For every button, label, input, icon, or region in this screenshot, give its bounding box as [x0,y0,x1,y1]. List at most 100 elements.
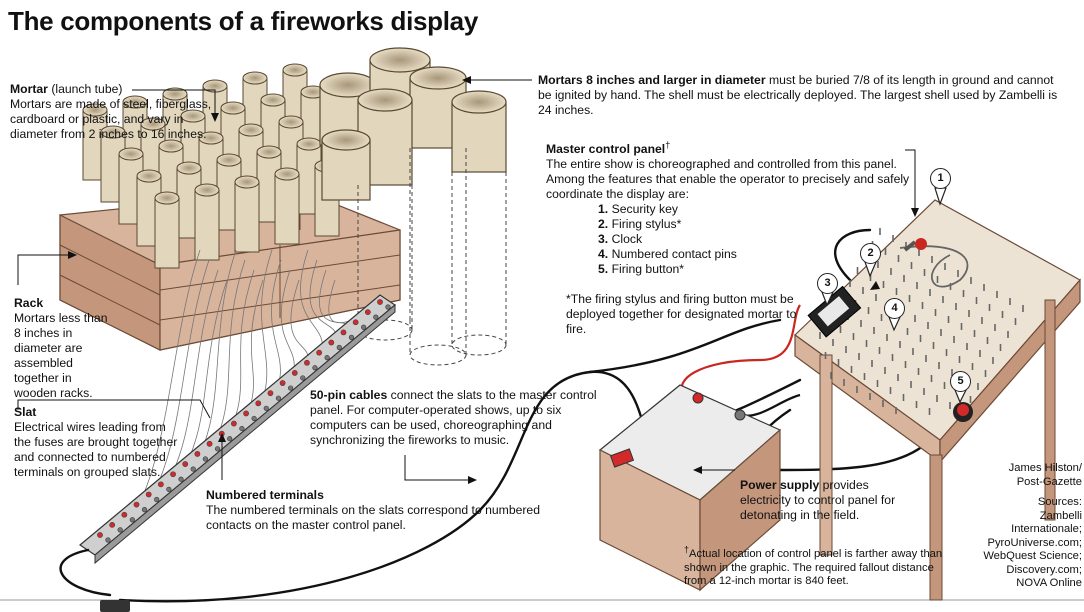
sources: Sources: Zambelli Internationale; PyroUn… [966,496,1082,591]
master-panel-heading: Master control panel [546,142,666,156]
slat-terminal [166,486,172,492]
slat-caption: Slat Electrical wires leading from the f… [14,405,182,480]
cables-caption: 50-pin cables connect the slats to the m… [310,388,600,448]
source-item: PyroUniverse.com; [987,536,1083,549]
slat-terminal [364,309,371,316]
slat [78,294,397,565]
slat-terminal [251,415,257,422]
rack-tube-mouth [260,93,286,107]
rack-tube [194,189,220,261]
slat-terminal [129,517,135,523]
rack-tube-mouth [216,153,242,167]
rack-tube-mouth [154,191,180,205]
slat-terminal [291,370,298,376]
slat-terminal [182,461,189,467]
slat-terminal [361,324,367,330]
rack-tube-mouth [220,101,246,115]
master-panel-intro: The entire show is choreographed and con… [546,157,910,201]
source-item: Discovery.com; [1006,563,1082,576]
slat-terminal [377,299,383,305]
rack-tube-mouth [274,167,300,181]
leader-arrows [68,76,919,484]
slat-terminal [340,329,347,336]
rack-tube-mouth [278,115,304,129]
rack-tube-mouth [136,169,162,183]
rack-tube-mouth [176,161,202,175]
page-title: The components of a fireworks display [8,6,479,36]
rack-tube-mouth [296,137,322,151]
large-mortars-caption: Mortars 8 inches and larger in diameter … [538,73,1068,118]
callout-firing-button: 5 [950,371,971,392]
slat-terminal [141,507,148,513]
distance-footnote: †Actual location of control panel is far… [684,545,946,589]
rack-tube [234,181,260,253]
leader-lines [17,79,916,481]
cables [59,228,932,603]
rack-tube-mouth [198,131,224,145]
callout-security-key: 1 [930,168,951,189]
terminals-heading: Numbered terminals [206,488,324,502]
rack-heading: Rack [14,296,44,310]
slat-body: Electrical wires leading from the fuses … [14,420,178,479]
slat-terminal [348,334,355,340]
rack-tube-mouth [122,95,148,109]
slat-terminal [133,501,140,508]
rack-tube-mouth [242,71,268,85]
power-caption: Power supply provides electricity to con… [740,478,900,523]
feature-item: 5. Firing button* [598,262,685,276]
slat-terminal [202,456,208,462]
cables-body: connect the slats to the master control … [310,388,597,447]
feature-item: 1. Security key [598,202,678,216]
slat-terminal [231,420,237,427]
mortar-body: Mortars are made of steel, fiberglass, c… [10,97,212,141]
feature-list: 1. Security key 2. Firing stylus* 3. Clo… [546,202,912,277]
rack-caption: Rack Mortars less than 8 inches in diame… [14,296,114,401]
master-panel-dagger: † [665,139,671,150]
rack-tube-mouth [180,109,206,123]
slat-terminal [324,355,330,361]
callout-firing-stylus: 2 [860,243,881,264]
mortar-heading: Mortar [10,82,48,96]
rack-tube-mouth [256,145,282,159]
slat-terminal [157,481,164,488]
slat-terminal [239,425,245,432]
cable-plug [100,600,130,612]
terminals-body: The numbered terminals on the slats corr… [206,503,540,532]
slat-terminal [178,476,184,482]
rack-tube [154,197,180,269]
rack-tube-mouth [100,125,126,139]
distance-footnote-dagger: † [684,544,690,555]
large-mortars-heading: Mortars 8 inches and larger in diameter [538,73,766,87]
source-item: Zambelli [1039,509,1082,522]
feature-item: 2. Firing stylus* [598,217,682,231]
slat-terminal [206,440,213,447]
rack-tube-mouth [282,63,308,77]
credit-line2: Post-Gazette [1016,475,1082,488]
slat-terminal [267,390,274,397]
stylus-footnote: *The firing stylus and firing button mus… [566,292,797,336]
slat-terminal [288,385,294,391]
slat-terminal [194,451,201,457]
callout-clock: 3 [817,273,838,294]
distance-footnote-body: Actual location of control panel is fart… [684,548,943,587]
rack-tube-mouth [162,87,188,101]
slat-terminal [275,395,282,401]
slat-terminal [121,511,128,518]
slat-terminal [190,466,196,472]
slat-terminal [255,400,262,407]
slat-terminal [117,527,123,533]
slat-terminal [316,349,323,356]
rack-tube-mouth [234,175,260,189]
slat-terminal [279,380,286,386]
power-body: provides electricity to control panel fo… [740,478,896,522]
slat-terminal [328,339,335,346]
rack-tube-mouth [194,183,220,197]
callout-contact-pins: 4 [884,298,905,319]
credit: James Hilston/ Post-Gazette [986,462,1082,489]
slat-terminal [154,496,160,503]
large-mortars [319,47,507,366]
master-panel-caption: Master control panel† The entire show is… [546,139,912,277]
slat-terminal [373,314,379,320]
slat-terminal [312,365,318,371]
slat-terminal [304,359,310,366]
